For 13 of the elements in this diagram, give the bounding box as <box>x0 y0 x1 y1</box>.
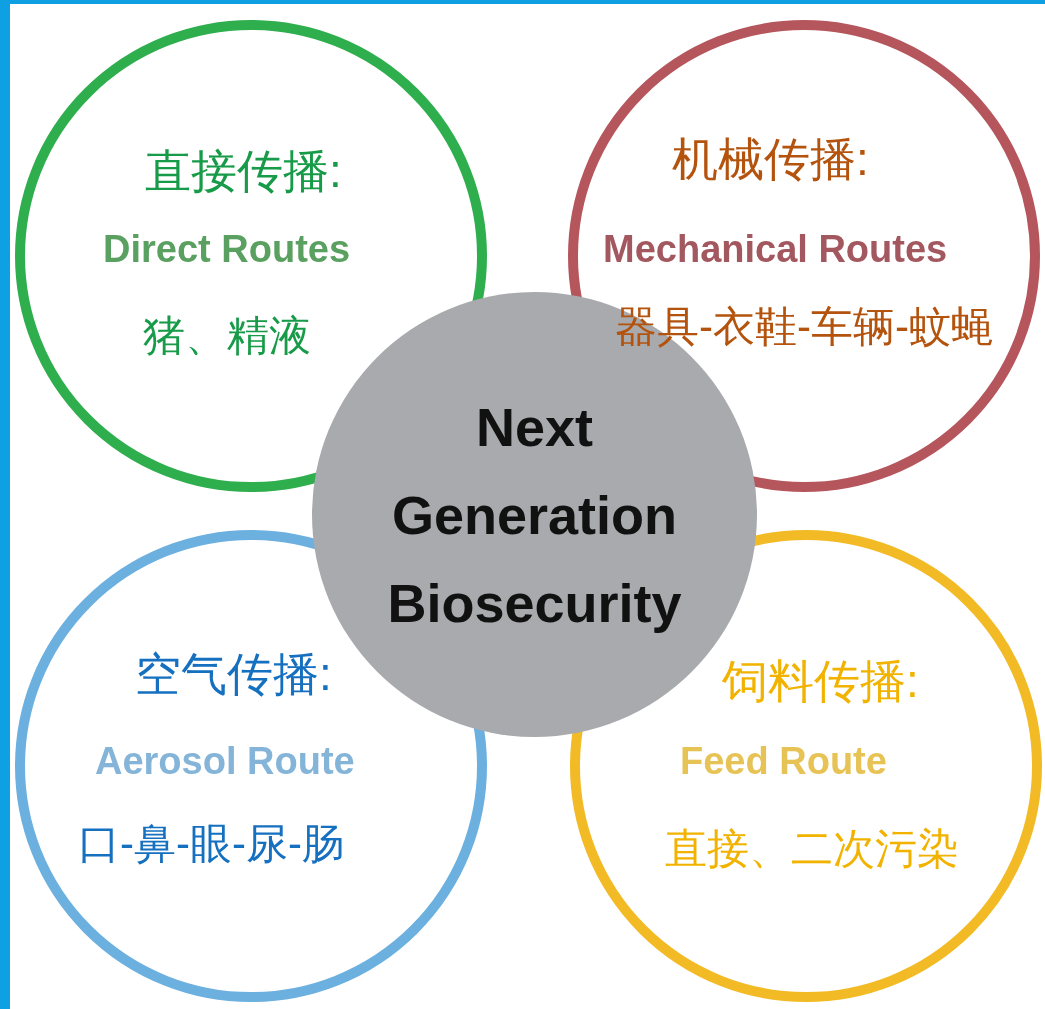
route-detail: 器具-衣鞋-车辆-蚊蝇 <box>615 303 993 352</box>
route-detail: 猪、精液 <box>143 312 311 361</box>
center-title: Next Generation Biosecurity <box>386 395 683 635</box>
route-heading: 空气传播: <box>135 648 332 701</box>
route-subtitle: Aerosol Route <box>95 740 355 784</box>
route-subtitle: Mechanical Routes <box>603 228 948 272</box>
route-heading: 机械传播: <box>672 133 869 186</box>
route-detail: 直接、二次污染 <box>665 825 959 874</box>
route-subtitle: Feed Route <box>680 740 887 784</box>
route-heading: 饲料传播: <box>722 655 919 708</box>
route-subtitle: Direct Routes <box>103 228 351 272</box>
route-detail: 口-鼻-眼-尿-肠 <box>78 820 344 869</box>
route-heading: 直接传播: <box>145 145 342 198</box>
